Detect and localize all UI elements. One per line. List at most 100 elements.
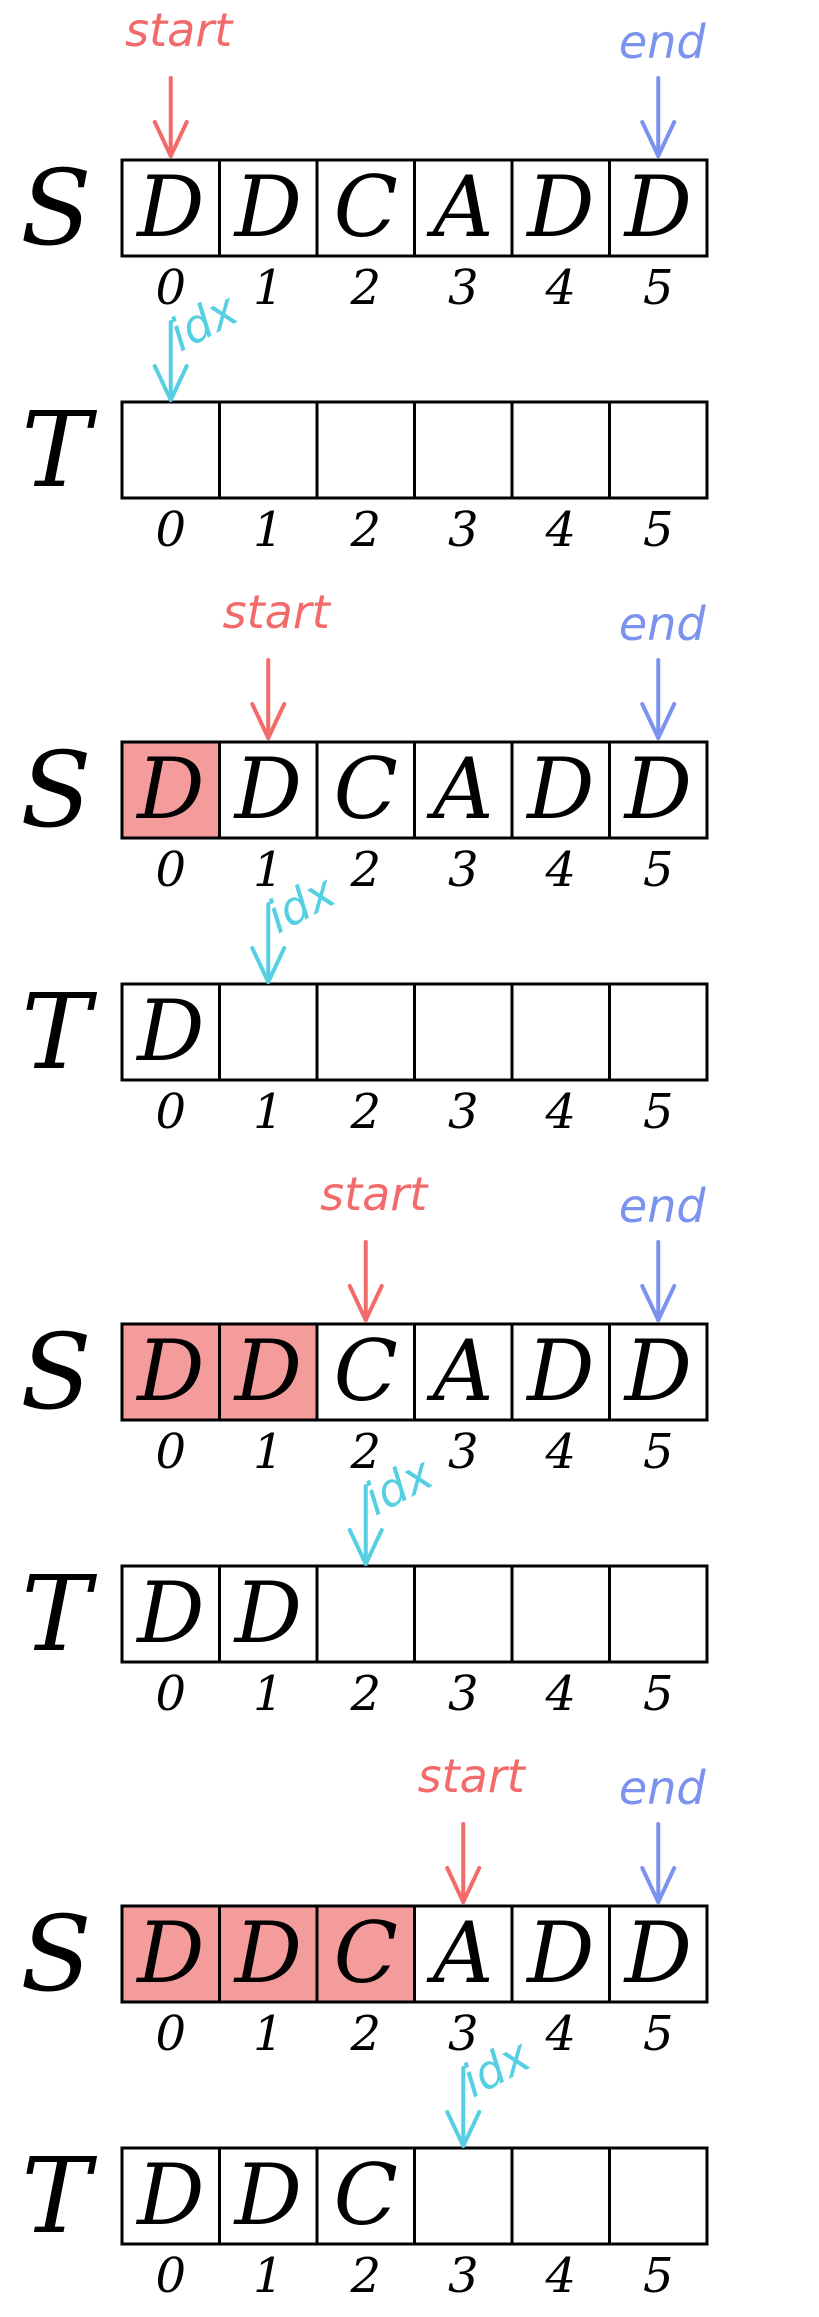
t-row-label: T bbox=[21, 1553, 97, 1675]
t-cell bbox=[120, 2146, 221, 2246]
t-cell bbox=[315, 1564, 416, 1664]
s-cell-char: A bbox=[426, 158, 494, 256]
s-cell bbox=[413, 158, 514, 258]
s-cell bbox=[608, 158, 709, 258]
s-index-label: 2 bbox=[349, 842, 381, 898]
s-cell-char: D bbox=[135, 158, 204, 256]
s-cell-char: D bbox=[233, 1904, 302, 2002]
s-cell-char: A bbox=[426, 1322, 494, 1420]
s-cell-char: D bbox=[525, 1904, 594, 2002]
t-row-label: T bbox=[21, 971, 97, 1093]
s-index-label: 4 bbox=[544, 842, 576, 898]
t-row-label: T bbox=[21, 389, 97, 511]
start-pointer: start bbox=[223, 585, 332, 740]
end-pointer-label: end bbox=[619, 1179, 706, 1233]
t-index-label: 5 bbox=[643, 1084, 674, 1140]
end-pointer: end bbox=[619, 597, 706, 740]
t-cell bbox=[218, 2146, 319, 2246]
s-cell-consumed bbox=[120, 1322, 221, 1422]
s-index-label: 1 bbox=[253, 842, 284, 898]
start-pointer-label: start bbox=[125, 3, 234, 57]
end-arrow bbox=[640, 658, 677, 740]
t-index-label: 4 bbox=[544, 2248, 576, 2304]
s-index-label: 3 bbox=[448, 842, 479, 898]
s-row-label: S bbox=[20, 147, 91, 269]
s-cell bbox=[315, 158, 416, 258]
s-cell-char: D bbox=[233, 740, 302, 838]
t-row-label: T bbox=[21, 2135, 97, 2257]
s-cell-char: D bbox=[135, 1904, 204, 2002]
t-cell bbox=[315, 2146, 416, 2246]
s-cell-char: A bbox=[426, 740, 494, 838]
t-cell-char: D bbox=[233, 2146, 302, 2244]
s-index-label: 5 bbox=[643, 1424, 674, 1480]
t-cell bbox=[315, 982, 416, 1082]
s-index-label: 1 bbox=[253, 1424, 284, 1480]
end-pointer: end bbox=[619, 1179, 706, 1322]
s-index-label: 5 bbox=[643, 2006, 674, 2062]
start-pointer: start bbox=[320, 1167, 429, 1322]
start-pointer-label: start bbox=[320, 1167, 429, 1221]
t-index-label: 5 bbox=[643, 502, 674, 558]
start-arrow bbox=[152, 76, 189, 158]
t-index-label: 3 bbox=[448, 502, 479, 558]
s-cell-char: D bbox=[623, 158, 692, 256]
end-pointer-label: end bbox=[619, 15, 706, 69]
t-index-label: 0 bbox=[155, 1084, 186, 1140]
s-cell bbox=[120, 158, 221, 258]
end-arrow bbox=[640, 1822, 677, 1904]
t-index-label: 1 bbox=[253, 502, 284, 558]
t-index-label: 3 bbox=[448, 1084, 479, 1140]
s-row-label: S bbox=[20, 1311, 91, 1433]
end-pointer: end bbox=[619, 15, 706, 158]
s-cell bbox=[315, 1322, 416, 1422]
idx-arrow bbox=[152, 320, 189, 402]
idx-arrow bbox=[347, 1484, 384, 1566]
s-cell-char: C bbox=[334, 740, 398, 838]
t-index-label: 4 bbox=[544, 1084, 576, 1140]
s-cell-char: D bbox=[233, 1322, 302, 1420]
t-index-label: 3 bbox=[448, 1666, 479, 1722]
s-cell bbox=[608, 1322, 709, 1422]
s-index-label: 4 bbox=[544, 2006, 576, 2062]
t-index-label: 1 bbox=[253, 1666, 284, 1722]
t-index-label: 5 bbox=[643, 1666, 674, 1722]
s-cell-char: D bbox=[135, 1322, 204, 1420]
idx-arrow bbox=[250, 902, 287, 984]
t-index-label: 2 bbox=[349, 1666, 381, 1722]
t-index-label: 4 bbox=[544, 1666, 576, 1722]
s-index-label: 5 bbox=[643, 260, 674, 316]
t-cell bbox=[218, 400, 319, 500]
t-cell bbox=[218, 982, 319, 1082]
t-cell bbox=[510, 1564, 611, 1664]
t-index-label: 0 bbox=[155, 1666, 186, 1722]
s-cell bbox=[510, 158, 611, 258]
s-index-label: 1 bbox=[253, 2006, 284, 2062]
s-index-label: 1 bbox=[253, 260, 284, 316]
end-arrow bbox=[640, 1240, 677, 1322]
t-index-label: 5 bbox=[643, 2248, 674, 2304]
t-index-label: 1 bbox=[253, 1084, 284, 1140]
s-index-label: 0 bbox=[155, 842, 186, 898]
start-pointer: start bbox=[418, 1749, 527, 1904]
start-pointer-label: start bbox=[223, 585, 332, 639]
s-cell bbox=[510, 1904, 611, 2004]
s-cell-consumed bbox=[218, 1322, 319, 1422]
t-cell bbox=[120, 1564, 221, 1664]
s-cell-char: D bbox=[623, 740, 692, 838]
s-index-label: 0 bbox=[155, 1424, 186, 1480]
s-cell-char: D bbox=[525, 740, 594, 838]
end-pointer-label: end bbox=[619, 1761, 706, 1815]
s-cell-consumed bbox=[218, 1904, 319, 2004]
start-arrow bbox=[347, 1240, 384, 1322]
s-row-label: S bbox=[20, 729, 91, 851]
s-index-label: 0 bbox=[155, 260, 186, 316]
s-cell-char: C bbox=[334, 1904, 398, 2002]
